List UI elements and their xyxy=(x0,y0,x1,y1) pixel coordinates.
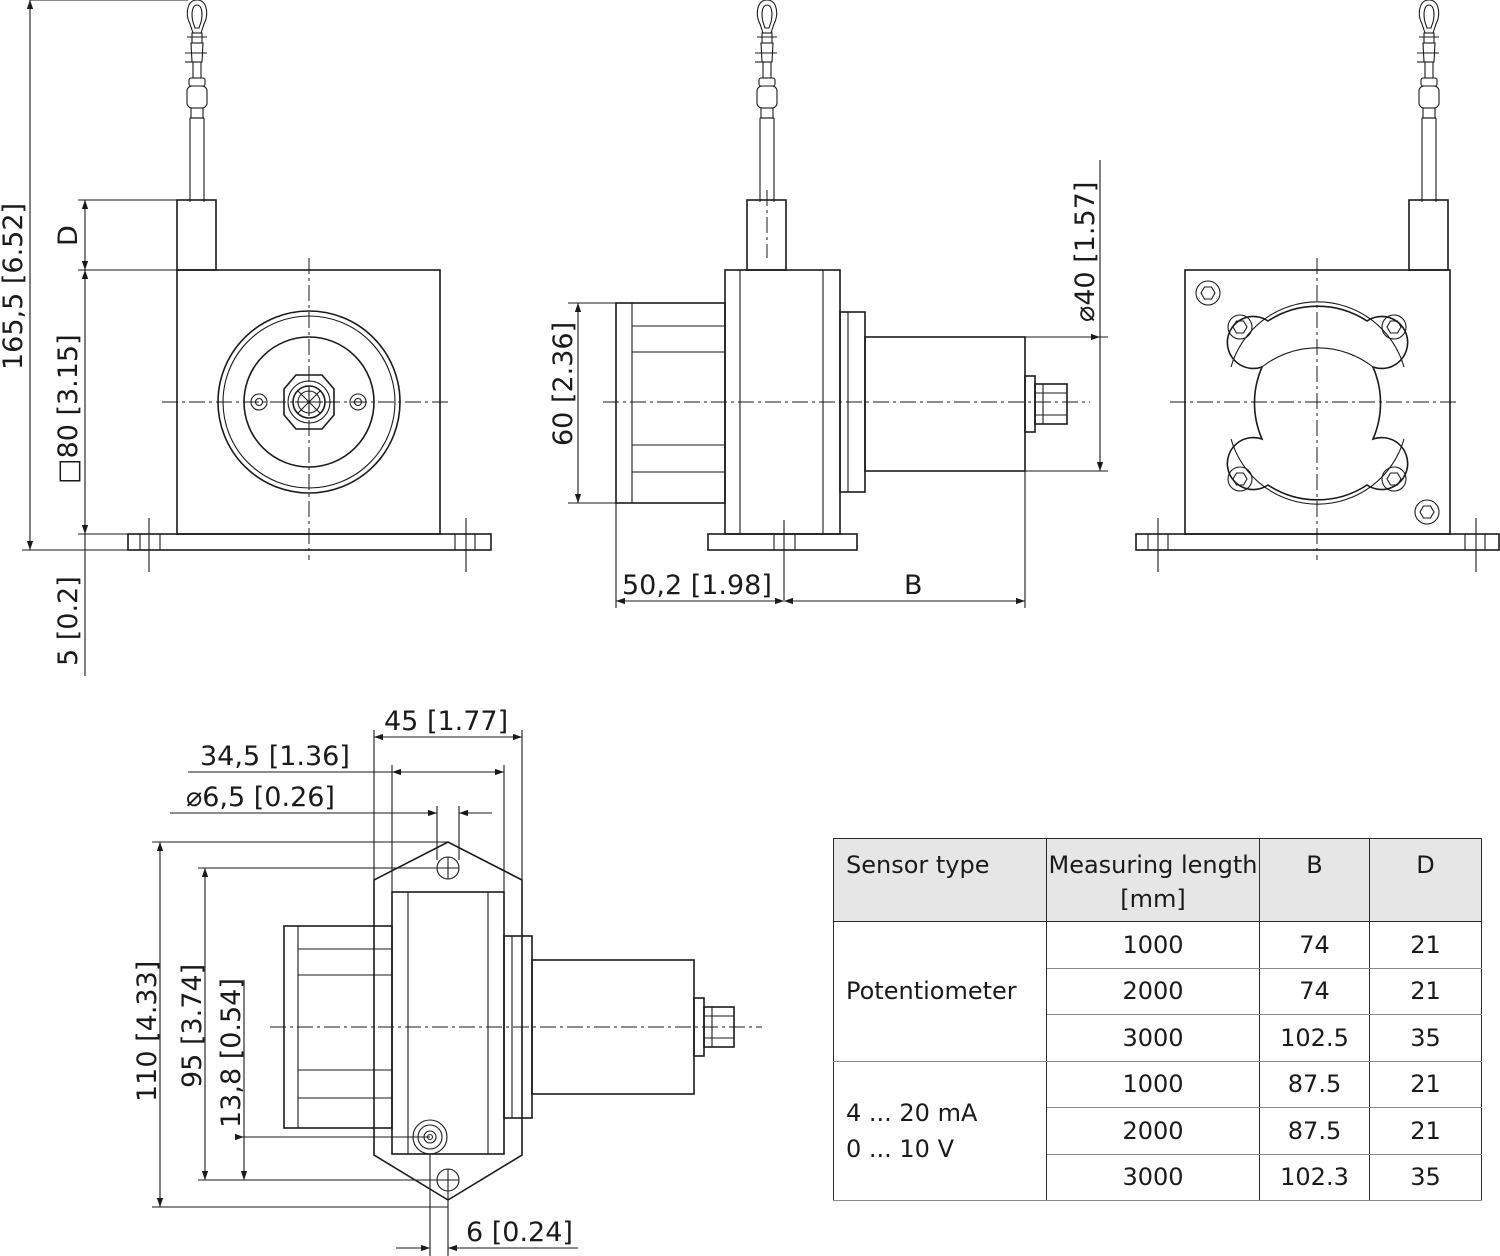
cell-d: 21 xyxy=(1369,1060,1482,1108)
table-row: 4 ... 20 mA 0 ... 10 V 1000 87.5 21 xyxy=(833,1060,1482,1201)
table-row: 2000 74 21 xyxy=(834,967,1482,1015)
cell-b: 87.5 xyxy=(1259,1060,1370,1108)
front-dimensions: 165,5 [6.52] D □80 [3.15] 5 [0.2] xyxy=(0,0,188,676)
top-view xyxy=(270,841,762,1201)
table-row: 2000 87.5 21 xyxy=(834,1107,1482,1155)
dim-width-6: 6 [0.24] xyxy=(466,1217,573,1248)
dim-width-45: 45 [1.77] xyxy=(384,706,508,737)
side-view xyxy=(603,0,1090,600)
dim-b: B xyxy=(904,570,923,601)
header-measuring-length: Measuring length [mm] xyxy=(1046,838,1260,922)
cell-length: 2000 xyxy=(1046,1107,1260,1155)
cell-length: 1000 xyxy=(1046,1060,1260,1108)
cell-d: 21 xyxy=(1369,967,1482,1015)
header-measuring-length-line2: [mm] xyxy=(1120,885,1186,913)
cell-b: 74 xyxy=(1259,967,1370,1015)
front-view xyxy=(127,0,492,572)
sensor-type-line: Potentiometer xyxy=(846,977,1017,1006)
header-sensor-type: Sensor type xyxy=(833,838,1047,922)
cell-d: 21 xyxy=(1369,921,1482,969)
dim-height-110: 110 [4.33] xyxy=(132,961,163,1102)
dim-square: □80 [3.15] xyxy=(53,334,84,484)
dim-diameter-40: ⌀40 [1.57] xyxy=(1070,182,1101,322)
sensor-type-line: 0 ... 10 V xyxy=(846,1134,954,1163)
dim-base: 5 [0.2] xyxy=(53,576,84,666)
side-dimensions: 60 [2.36] ⌀40 [1.57] 50,2 [1.98] B xyxy=(548,160,1108,608)
cell-sensor-type: 4 ... 20 mA 0 ... 10 V xyxy=(833,1060,1047,1201)
cell-length: 3000 xyxy=(1046,1014,1260,1062)
dim-width-34: 34,5 [1.36] xyxy=(200,741,350,772)
dim-height-95: 95 [3.74] xyxy=(177,964,208,1088)
dim-offset-50: 50,2 [1.98] xyxy=(622,570,772,601)
dim-height-60: 60 [2.36] xyxy=(548,322,579,446)
dim-total-height: 165,5 [6.52] xyxy=(0,203,29,370)
cell-b: 102.3 xyxy=(1259,1153,1370,1201)
cell-b: 102.5 xyxy=(1259,1014,1370,1062)
cell-d: 21 xyxy=(1369,1107,1482,1155)
table-header-row: Sensor type Measuring length [mm] B D xyxy=(833,838,1482,922)
top-dimensions: 45 [1.77] 34,5 [1.36] ⌀6,5 [0.26] 110 [4… xyxy=(132,706,578,1256)
cell-d: 35 xyxy=(1369,1153,1482,1201)
dim-hole-6-5: ⌀6,5 [0.26] xyxy=(186,782,335,813)
cell-b: 87.5 xyxy=(1259,1107,1370,1155)
sensor-spec-table: Sensor type Measuring length [mm] B D Pot… xyxy=(833,838,1482,1201)
cell-length: 1000 xyxy=(1046,921,1260,969)
cell-sensor-type: Potentiometer xyxy=(833,921,1047,1062)
dim-d: D xyxy=(53,225,84,246)
table-row: 3000 102.3 35 xyxy=(834,1153,1482,1201)
header-d: D xyxy=(1369,838,1482,922)
cell-length: 3000 xyxy=(1046,1153,1260,1201)
rear-view xyxy=(1135,0,1500,572)
header-measuring-length-line1: Measuring length xyxy=(1048,851,1258,879)
table-row: Potentiometer 1000 74 21 xyxy=(833,921,1482,1062)
header-b: B xyxy=(1259,838,1370,922)
dim-height-13-8: 13,8 [0.54] xyxy=(216,978,247,1128)
sensor-type-line: 4 ... 20 mA xyxy=(846,1098,978,1127)
cell-b: 74 xyxy=(1259,921,1370,969)
cell-d: 35 xyxy=(1369,1014,1482,1062)
cell-length: 2000 xyxy=(1046,967,1260,1015)
